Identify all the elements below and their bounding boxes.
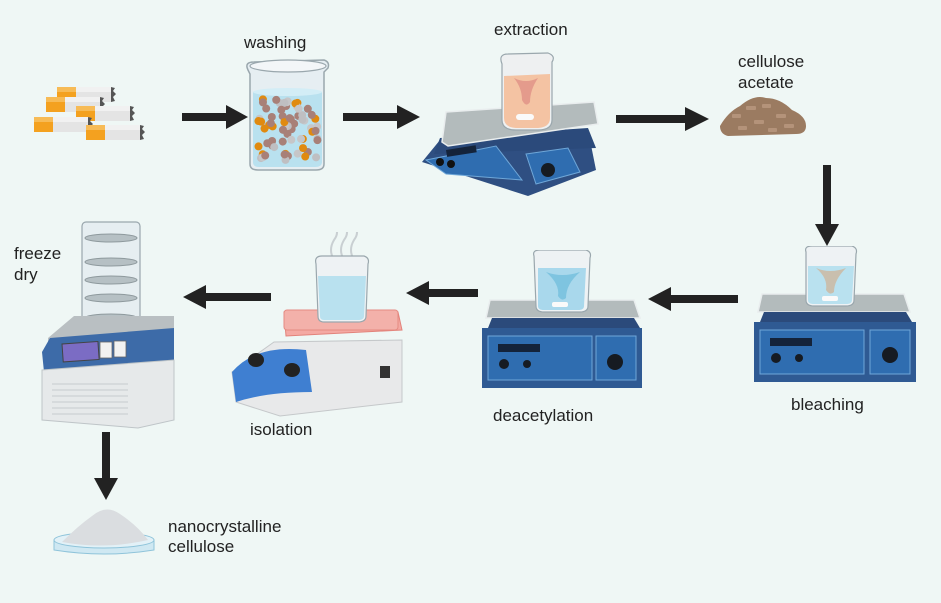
bead [280, 98, 289, 107]
bead [290, 119, 299, 128]
bead [285, 114, 294, 123]
bead [261, 151, 270, 160]
bead [260, 124, 269, 133]
cellulose-acetate-label-line1: cellulose [738, 52, 805, 71]
arrow-left-2 [406, 281, 478, 305]
beaker-beads-icon [246, 59, 330, 171]
bead [299, 144, 308, 153]
bead [298, 115, 307, 124]
bead [278, 137, 287, 146]
bead [257, 117, 266, 126]
bead [294, 104, 303, 113]
bead [270, 143, 279, 152]
freeze-dryer-icon [41, 221, 175, 429]
cellulose-acetate-label-line2: acetate [738, 73, 794, 92]
nanocrystalline-cellulose-label-line1: nanocrystalline [168, 517, 282, 536]
bead [307, 110, 316, 119]
arrow-right-2 [343, 105, 420, 129]
bead [303, 104, 312, 113]
deacetylation-label: deacetylation [493, 406, 594, 425]
bead [297, 134, 306, 143]
bead [272, 95, 281, 104]
pellet-pile-icon [720, 97, 806, 136]
bead [254, 142, 263, 151]
bead [262, 104, 271, 113]
arrow-down-1 [815, 165, 839, 246]
nanocrystalline-cellulose-label-line2: cellulose [168, 537, 235, 556]
bead [258, 98, 267, 107]
bead [267, 112, 276, 121]
hot-plate-icon [231, 232, 403, 417]
bead [287, 135, 296, 144]
arrow-down-2 [94, 432, 118, 500]
arrow-right-3 [616, 107, 709, 131]
bleaching-label: bleaching [791, 395, 864, 414]
cigarette-butts-icon [34, 87, 145, 140]
isolation-label: isolation [250, 420, 313, 439]
arrow-left-1 [648, 287, 738, 311]
bead [280, 150, 289, 159]
washing-label: washing [244, 33, 307, 52]
arrow-right-1 [182, 105, 248, 129]
freeze-dry-label-line1: freeze [14, 244, 62, 263]
petri-dish-powder-icon [53, 509, 155, 555]
magnetic-stirrer-icon [754, 246, 916, 382]
bead [312, 153, 321, 162]
magnetic-stirrer-icon [482, 250, 642, 388]
bead [266, 119, 275, 128]
bead [278, 125, 287, 134]
magnetic-stirrer-icon [422, 52, 599, 196]
bead [293, 149, 302, 158]
bead [313, 136, 322, 145]
extraction-label: extraction [494, 20, 568, 39]
bead [301, 152, 310, 161]
bead [311, 126, 320, 135]
arrow-left-3 [183, 285, 271, 309]
freeze-dry-label-line2: dry [14, 265, 38, 284]
bead [277, 105, 286, 114]
bead [263, 139, 272, 148]
